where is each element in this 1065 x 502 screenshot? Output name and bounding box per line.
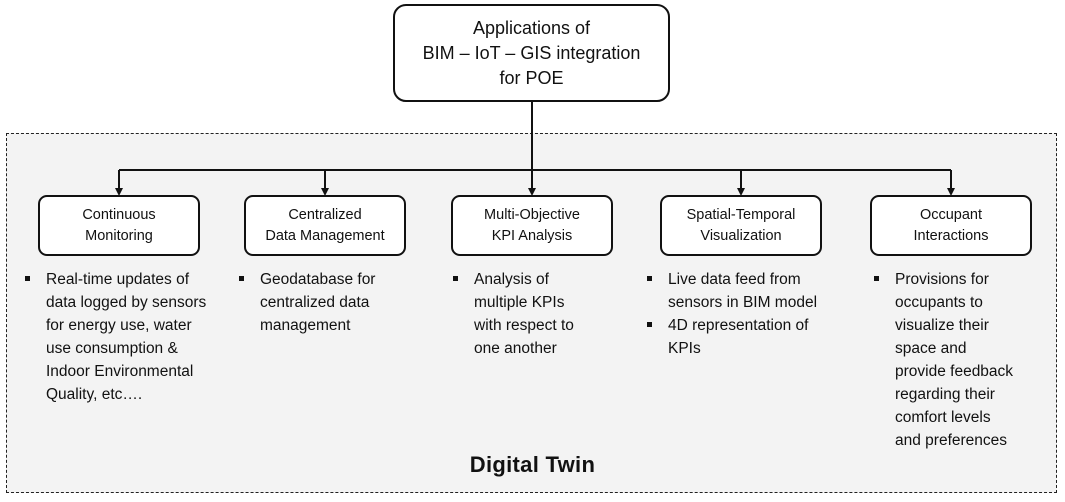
applications-root-text: Applications of BIM – IoT – GIS integrat… — [423, 16, 641, 91]
bullet-list-centralized-data-management: Geodatabase for centralized data managem… — [238, 268, 428, 337]
category-box-centralized-data-management: Centralized Data Management — [244, 195, 406, 256]
bullet-line: Live data feed from — [668, 271, 801, 288]
bullet-line: Analysis of — [474, 271, 549, 288]
digital-twin-label: Digital Twin — [469, 452, 596, 477]
category-title-line: Multi-Objective — [484, 206, 580, 223]
category-title-line: Spatial-Temporal — [686, 206, 796, 223]
category-box-continuous-monitoring: Continuous Monitoring — [38, 195, 200, 256]
bullet-line: Real-time updates of — [46, 271, 190, 288]
bullet-line: and preferences — [895, 432, 1008, 449]
category-title-line: Interactions — [913, 227, 989, 244]
root-line: BIM – IoT – GIS integration — [422, 42, 641, 63]
bullet-square-icon — [647, 322, 652, 327]
bullet-line: use consumption & — [46, 340, 178, 357]
bullet-line: KPIs — [668, 340, 701, 357]
bullet-list-occupant-interactions: Provisions for occupants to visualize th… — [873, 268, 1048, 452]
category-box-occupant-interactions: Occupant Interactions — [870, 195, 1032, 256]
bullet-line: visualize their — [895, 317, 989, 334]
bullet-line: with respect to — [474, 317, 574, 334]
bullet-item: Real-time updates of data logged by sens… — [24, 268, 224, 406]
root-line: for POE — [499, 67, 564, 88]
bullet-square-icon — [874, 276, 879, 281]
category-title-line: KPI Analysis — [491, 227, 573, 244]
category-title-line: Visualization — [700, 227, 782, 244]
bullet-square-icon — [239, 276, 244, 281]
bullet-list-continuous-monitoring: Real-time updates of data logged by sens… — [24, 268, 224, 406]
bullet-square-icon — [453, 276, 458, 281]
bullet-list-spatial-temporal-visualization: Live data feed from sensors in BIM model… — [646, 268, 846, 360]
bullet-line: multiple KPIs — [474, 294, 565, 311]
category-box-multi-objective-kpi-analysis: Multi-Objective KPI Analysis — [451, 195, 613, 256]
bullet-line: regarding their — [895, 386, 995, 403]
bullet-item: Analysis of multiple KPIs with respect t… — [452, 268, 632, 360]
bullet-line: comfort levels — [895, 409, 991, 426]
bullet-line: one another — [474, 340, 557, 357]
bullet-line: Indoor Environmental — [46, 363, 194, 380]
bullet-line: 4D representation of — [668, 317, 809, 334]
bullet-item: Geodatabase for centralized data managem… — [238, 268, 428, 337]
category-title-line: Occupant — [919, 206, 983, 223]
bullet-line: for energy use, water — [46, 317, 192, 334]
bullet-item: Live data feed from sensors in BIM model — [646, 268, 846, 314]
bullet-line: occupants to — [895, 294, 983, 311]
category-box-spatial-temporal-visualization: Spatial-Temporal Visualization — [660, 195, 822, 256]
bullet-line: provide feedback — [895, 363, 1014, 380]
bullet-line: Provisions for — [895, 271, 989, 288]
bullet-line: Geodatabase for — [260, 271, 376, 288]
bullet-line: Quality, etc…. — [46, 386, 143, 403]
bullet-line: centralized data — [260, 294, 370, 311]
bullet-line: space and — [895, 340, 967, 357]
bullet-square-icon — [647, 276, 652, 281]
bullet-line: management — [260, 317, 351, 334]
root-line: Applications of — [472, 17, 591, 38]
bullet-line: sensors in BIM model — [668, 294, 818, 311]
applications-root-box: Applications of BIM – IoT – GIS integrat… — [393, 4, 670, 102]
bullet-list-multi-objective-kpi-analysis: Analysis of multiple KPIs with respect t… — [452, 268, 632, 360]
category-title-line: Centralized — [288, 206, 362, 223]
category-title-line: Data Management — [265, 227, 385, 244]
category-title-line: Monitoring — [85, 227, 153, 244]
bullet-square-icon — [25, 276, 30, 281]
category-title-line: Continuous — [82, 206, 156, 223]
bullet-item: 4D representation of KPIs — [646, 314, 846, 360]
bullet-line: data logged by sensors — [46, 294, 207, 311]
bullet-item: Provisions for occupants to visualize th… — [873, 268, 1048, 452]
